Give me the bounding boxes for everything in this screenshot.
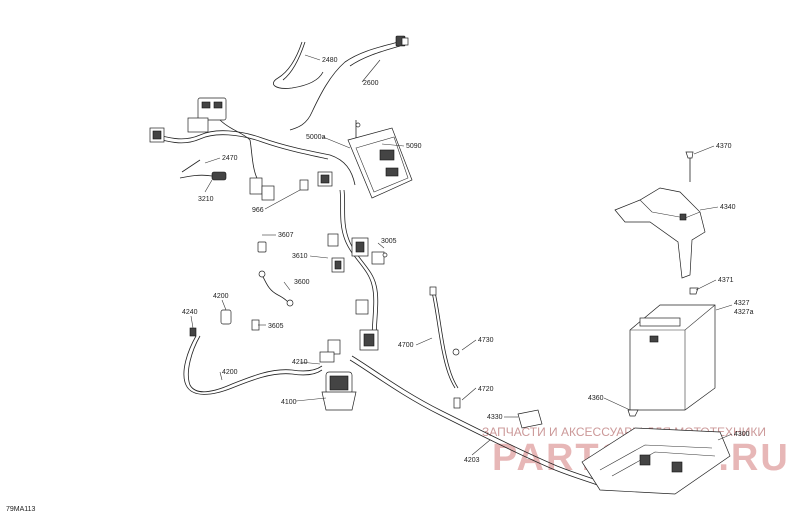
callout-3005: 3005 [381, 238, 397, 245]
callout-3610: 3610 [292, 253, 308, 260]
callout-labels: 2480 2600 2470 3210 5000a 5090 966 3607 … [182, 57, 754, 464]
callout-4327: 4327 [734, 300, 750, 307]
callout-4730: 4730 [478, 337, 494, 344]
callout-4240: 4240 [182, 309, 198, 316]
hardware-bolts [627, 151, 699, 417]
figure-code: 79MA113 [6, 506, 36, 513]
callout-4300: 4300 [734, 431, 750, 438]
battery-bracket-4340 [614, 187, 706, 279]
callout-4327a: 4327a [734, 309, 754, 316]
callout-4330: 4330 [487, 414, 503, 421]
ground-cable-3600 [251, 241, 294, 331]
callout-4210: 4210 [292, 359, 308, 366]
callout-4700: 4700 [398, 342, 414, 349]
callout-3600: 3600 [294, 279, 310, 286]
leader-lines [190, 54, 733, 456]
cable-4203 [349, 355, 603, 487]
battery-cable-4200 [183, 309, 323, 395]
callout-4340: 4340 [720, 204, 736, 211]
main-harness-middle [299, 171, 388, 355]
starter-solenoid-4100 [319, 351, 357, 411]
callout-2470: 2470 [222, 155, 238, 162]
callout-4200-lower: 4200 [222, 369, 238, 376]
callout-4371: 4371 [718, 277, 734, 284]
callout-4100: 4100 [281, 399, 297, 406]
callout-2480: 2480 [322, 57, 338, 64]
callout-966: 966 [252, 207, 264, 214]
ecu-module-5090 [347, 120, 413, 199]
callout-4370: 4370 [716, 143, 732, 150]
battery-4327 [629, 304, 716, 411]
callout-2600: 2600 [363, 80, 379, 87]
callout-3607: 3607 [278, 232, 294, 239]
cable-4700 [429, 286, 461, 409]
callout-5090: 5090 [406, 143, 422, 150]
callout-4200-upper: 4200 [213, 293, 229, 300]
callout-5000a: 5000a [306, 134, 326, 141]
wire-2600 [289, 35, 409, 131]
main-harness-upper [149, 97, 356, 201]
battery-tray-4300 [517, 409, 731, 495]
callout-4203: 4203 [464, 457, 480, 464]
callout-3210: 3210 [198, 196, 214, 203]
wire-2480 [273, 41, 324, 89]
callout-4720: 4720 [478, 386, 494, 393]
callout-3605: 3605 [268, 323, 284, 330]
callout-4360: 4360 [588, 395, 604, 402]
